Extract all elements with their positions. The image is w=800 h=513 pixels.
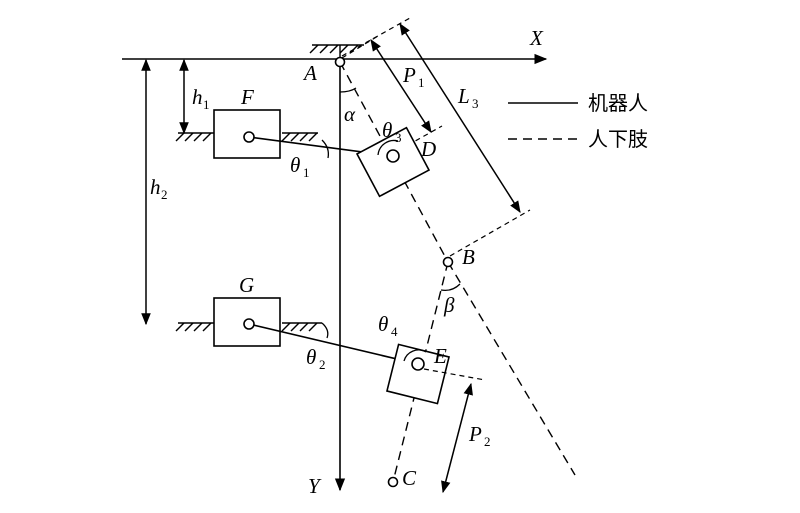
l3-dimension-arrow <box>399 22 521 214</box>
rod-g-e <box>248 323 419 365</box>
label-e: E <box>433 344 447 368</box>
label-h2: h <box>150 175 161 199</box>
slider-f <box>213 109 281 159</box>
ground-hatch-g <box>175 322 322 332</box>
legend-robot-label: 机器人 <box>588 91 648 115</box>
label-h1: h <box>192 85 203 109</box>
label-theta2: θ <box>306 345 316 369</box>
label-theta1: θ <box>290 153 300 177</box>
ground-hatch-a <box>309 44 364 62</box>
alpha-arc <box>339 87 357 93</box>
label-f: F <box>240 85 254 109</box>
label-b: B <box>462 245 475 269</box>
lower-limb-thigh-extension <box>447 261 576 476</box>
label-p1-sub: 1 <box>418 75 425 90</box>
label-h2-sub: 2 <box>161 187 168 202</box>
label-h1-sub: 1 <box>203 97 210 112</box>
label-c: C <box>402 466 417 490</box>
theta2-arc <box>321 322 329 339</box>
label-theta3: θ <box>382 118 392 142</box>
theta1-arc <box>321 139 330 159</box>
label-a: A <box>302 61 317 85</box>
joint-e <box>411 357 425 371</box>
joint-d <box>386 149 400 163</box>
label-l3-sub: 3 <box>472 96 479 111</box>
label-p1: P <box>402 63 416 87</box>
x-axis-label: X <box>529 26 544 50</box>
p2-dimension-arrow <box>441 382 473 494</box>
theta4-arc <box>403 349 427 362</box>
label-l3: L <box>457 84 470 108</box>
p1-dimension-arrow <box>370 38 432 134</box>
legend-lower-limb-label: 人下肢 <box>588 127 648 151</box>
label-theta3-sub: 3 <box>395 130 402 145</box>
label-alpha: α <box>344 102 356 126</box>
label-d: D <box>420 137 436 161</box>
beta-arc <box>440 283 461 292</box>
y-axis-label: Y <box>308 474 322 498</box>
ground-hatch-f <box>175 132 318 142</box>
joint-g <box>243 318 255 330</box>
joint-a <box>334 56 346 68</box>
l3-ext-bottom <box>449 209 531 257</box>
label-g: G <box>239 273 254 297</box>
label-p2: P <box>468 422 482 446</box>
label-theta4-sub: 4 <box>391 324 398 339</box>
joint-c <box>387 476 399 488</box>
joint-b <box>442 256 454 268</box>
label-beta: β <box>443 293 455 317</box>
p2-ext-top <box>423 368 486 381</box>
label-theta1-sub: 1 <box>303 165 310 180</box>
label-theta4: θ <box>378 312 388 336</box>
label-p2-sub: 2 <box>484 434 491 449</box>
theta3-arc <box>377 139 399 156</box>
label-theta2-sub: 2 <box>319 357 326 372</box>
p1-ext-top <box>341 35 379 59</box>
joint-f <box>243 131 255 143</box>
